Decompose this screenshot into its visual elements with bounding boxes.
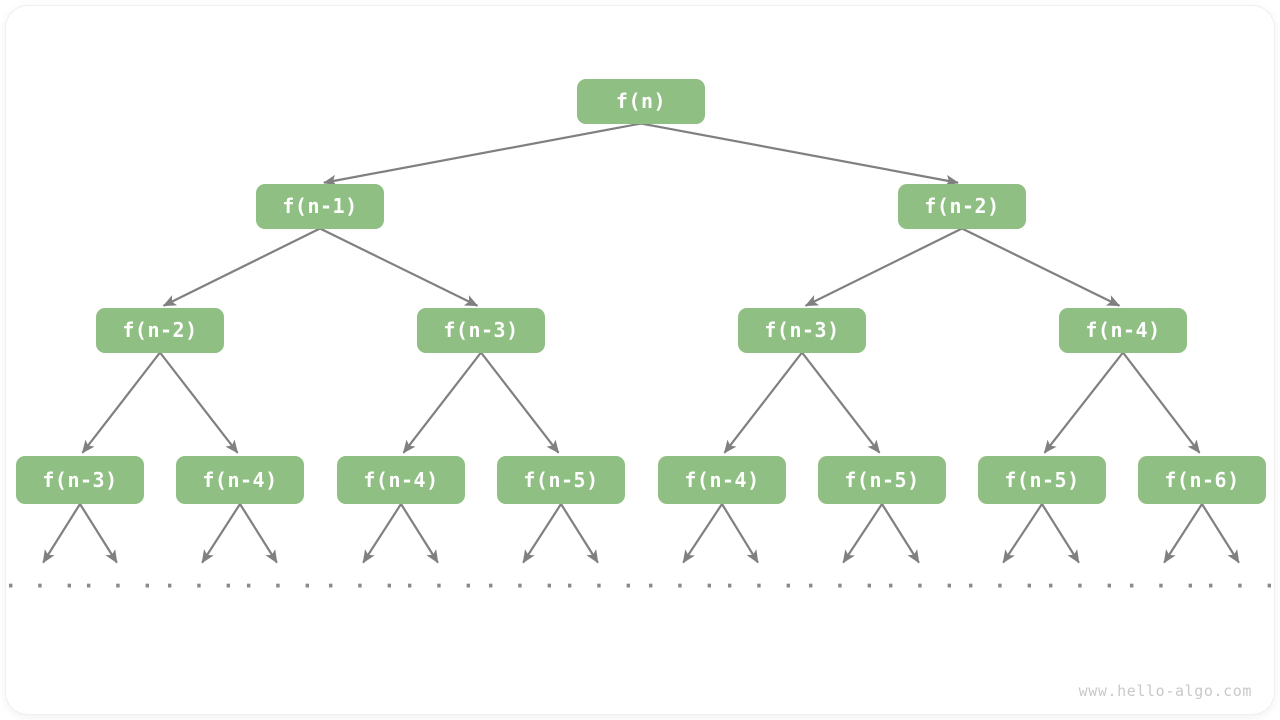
leaf-ellipsis: · · · [804,574,878,598]
leaf-ellipsis: · · · [644,574,718,598]
tree-node-n11[interactable]: f(n-4) [658,456,786,504]
tree-node-n0[interactable]: f(n) [577,78,705,124]
leaf-ellipsis: · · · [484,574,558,598]
tree-node-n1[interactable]: f(n-1) [256,183,384,229]
tree-node-n12[interactable]: f(n-5) [818,456,946,504]
tree-node-n6[interactable]: f(n-4) [1059,307,1187,353]
tree-node-n2[interactable]: f(n-2) [898,183,1026,229]
tree-node-n5[interactable]: f(n-3) [738,307,866,353]
leaf-ellipsis: · · · [884,574,958,598]
leaf-ellipsis: · · · [403,574,477,598]
tree-node-label: f(n-3) [443,318,519,342]
tree-node-n8[interactable]: f(n-4) [176,456,304,504]
leaf-ellipsis: · · · [82,574,156,598]
tree-node-label: f(n-3) [764,318,840,342]
tree-node-label: f(n-5) [523,468,599,492]
leaf-ellipsis: · · · [1044,574,1118,598]
tree-node-label: f(n-4) [684,468,760,492]
tree-node-label: f(n-2) [924,194,1000,218]
leaf-ellipsis: · · · [242,574,316,598]
tree-node-n14[interactable]: f(n-6) [1138,456,1266,504]
leaf-ellipsis: · · · [723,574,797,598]
tree-node-n10[interactable]: f(n-5) [497,456,625,504]
tree-node-n13[interactable]: f(n-5) [978,456,1106,504]
tree-node-label: f(n-3) [42,468,118,492]
tree-node-label: f(n-4) [202,468,278,492]
tree-node-label: f(n-5) [844,468,920,492]
tree-node-label: f(n-6) [1164,468,1240,492]
leaf-ellipsis: · · · [563,574,637,598]
leaf-ellipsis: · · · [964,574,1038,598]
leaf-ellipsis: · · · [324,574,398,598]
tree-node-n4[interactable]: f(n-3) [417,307,545,353]
leaf-ellipsis: · · · [163,574,237,598]
tree-node-n9[interactable]: f(n-4) [337,456,465,504]
tree-node-label: f(n) [615,89,667,113]
leaf-ellipsis: · · · [4,574,78,598]
tree-node-label: f(n-4) [1085,318,1161,342]
tree-node-label: f(n-4) [363,468,439,492]
tree-node-label: f(n-5) [1004,468,1080,492]
tree-node-n3[interactable]: f(n-2) [96,307,224,353]
tree-node-n7[interactable]: f(n-3) [16,456,144,504]
leaf-ellipsis: · · · [1125,574,1199,598]
leaf-ellipsis: · · · [1204,574,1278,598]
tree-node-label: f(n-1) [282,194,358,218]
watermark-text: www.hello-algo.com [1078,682,1252,700]
tree-node-label: f(n-2) [122,318,198,342]
